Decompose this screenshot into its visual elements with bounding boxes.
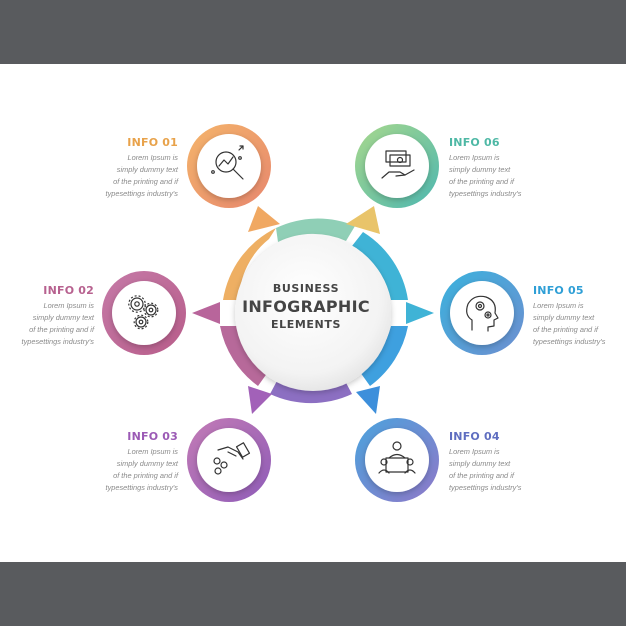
info-text-05-line4: typesettings industry's (533, 337, 606, 346)
arrows (192, 206, 434, 414)
info-text-02-line4: typesettings industry's (21, 337, 94, 346)
info-block-01: INFO 01 Lorem Ipsum is simply dummy text… (58, 136, 178, 200)
bottom-band (0, 562, 626, 626)
info-text-05-line2: simply dummy text (533, 313, 595, 322)
info-text-06-line2: simply dummy text (449, 165, 511, 174)
info-text-02-line1: Lorem Ipsum is (43, 301, 94, 310)
center-title: BUSINESS INFOGRAPHIC ELEMENTS (236, 282, 376, 332)
info-block-03: INFO 03 Lorem Ipsum is simply dummy text… (58, 430, 178, 494)
info-text-04-line3: of the printing and if (449, 471, 514, 480)
arrow-info-05 (406, 302, 434, 324)
center-title-line3: ELEMENTS (271, 318, 341, 331)
hand-money-icon (381, 150, 415, 179)
info-circle-03 (187, 418, 271, 502)
info-title-02: INFO 02 (43, 284, 94, 297)
magnifier-chart-icon (211, 145, 244, 180)
info-text-02-line3: of the printing and if (29, 325, 94, 334)
ring-segment-5 (352, 232, 408, 300)
info-title-03: INFO 03 (127, 430, 178, 443)
info-circle-05 (440, 271, 524, 355)
info-text-04-line1: Lorem Ipsum is (449, 447, 500, 456)
head-gears-icon (466, 295, 499, 332)
info-text-05-line3: of the printing and if (533, 325, 598, 334)
info-title-01: INFO 01 (127, 136, 178, 149)
info-block-06: INFO 06 Lorem Ipsum is simply dummy text… (449, 136, 569, 200)
info-title-04: INFO 04 (449, 430, 500, 443)
center-title-line1: BUSINESS (272, 282, 340, 295)
info-text-01-line1: Lorem Ipsum is (127, 153, 178, 162)
info-text-05-line1: Lorem Ipsum is (533, 301, 584, 310)
info-title-06: INFO 06 (449, 136, 500, 149)
ring-segment-2 (220, 326, 268, 386)
arrow-info-04 (356, 386, 380, 414)
ring-segment-1 (223, 228, 276, 300)
info-text-06-line3: of the printing and if (449, 177, 514, 186)
top-band (0, 0, 626, 64)
hand-coins-icon (213, 442, 251, 475)
info-text-03-line3: of the printing and if (113, 471, 178, 480)
info-block-05: INFO 05 Lorem Ipsum is simply dummy text… (533, 284, 626, 348)
info-text-01-line4: typesettings industry's (105, 189, 178, 198)
arrow-info-02 (192, 302, 220, 324)
info-text-03-line1: Lorem Ipsum is (127, 447, 178, 456)
info-text-06-line1: Lorem Ipsum is (449, 153, 500, 162)
info-text-01-line2: simply dummy text (116, 165, 178, 174)
info-text-03-line2: simply dummy text (116, 459, 178, 468)
info-text-04-line2: simply dummy text (449, 459, 511, 468)
gears-icon (128, 295, 159, 330)
info-text-04-line4: typesettings industry's (449, 483, 522, 492)
team-leader-icon (378, 441, 416, 474)
info-circle-02 (102, 271, 186, 355)
arrow-info-06 (346, 206, 380, 234)
info-block-02: INFO 02 Lorem Ipsum is simply dummy text… (0, 284, 94, 348)
info-text-01-line3: of the printing and if (113, 177, 178, 186)
info-circle-04 (355, 418, 439, 502)
info-text-06-line4: typesettings industry's (449, 189, 522, 198)
center-circle (235, 235, 391, 391)
arrow-info-01 (248, 206, 280, 232)
info-circle-01 (187, 124, 271, 208)
info-text-03-line4: typesettings industry's (105, 483, 178, 492)
ring-segment-4 (360, 326, 408, 386)
info-text-02-line2: simply dummy text (32, 313, 94, 322)
info-title-05: INFO 05 (533, 284, 584, 297)
ring-segment-6 (276, 218, 355, 242)
arrow-info-03 (248, 386, 272, 414)
center-title-line2: INFOGRAPHIC (242, 297, 370, 316)
info-block-04: INFO 04 Lorem Ipsum is simply dummy text… (449, 430, 569, 494)
